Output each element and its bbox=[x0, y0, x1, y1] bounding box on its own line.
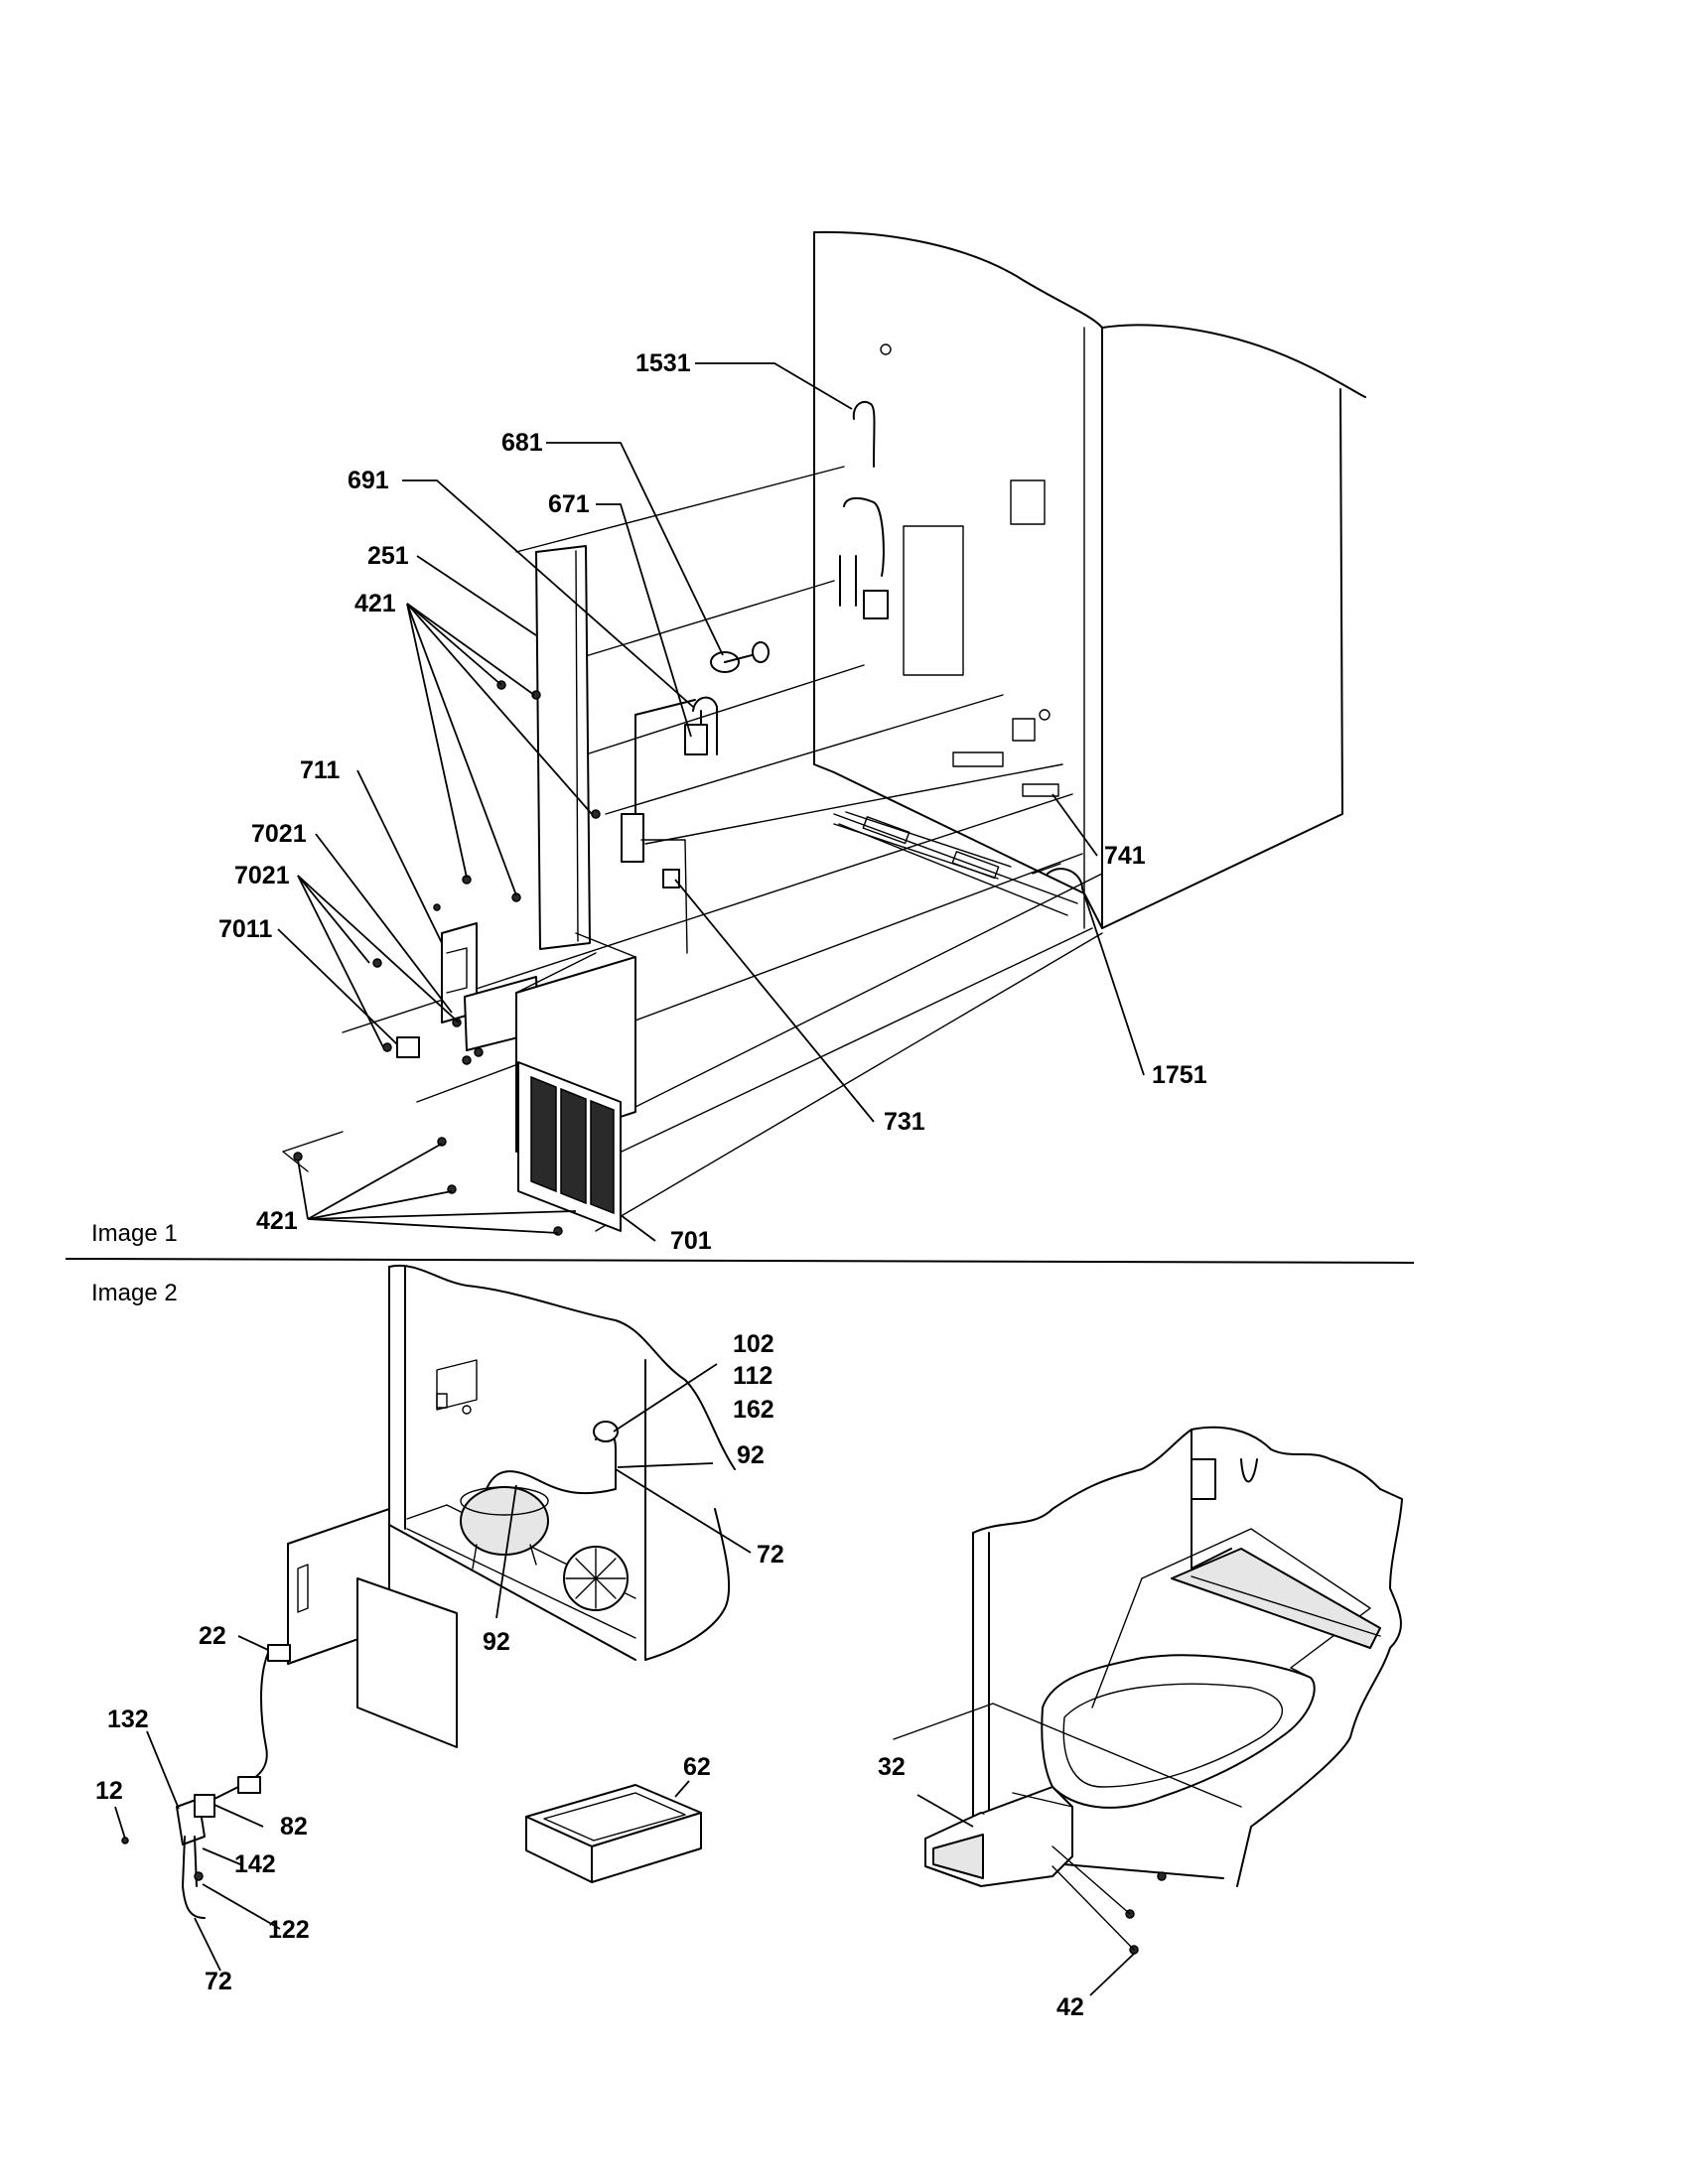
part-741: 741 bbox=[1104, 842, 1146, 870]
part-7021-lower: 7021 bbox=[234, 862, 290, 889]
part-42: 42 bbox=[1056, 1993, 1084, 2021]
part-92-upper: 92 bbox=[737, 1441, 765, 1469]
part-labels: 1531 681 691 671 251 421 711 7021 7021 7… bbox=[91, 349, 1207, 2021]
part-142: 142 bbox=[234, 1850, 276, 1878]
part-132: 132 bbox=[107, 1706, 149, 1733]
section-divider bbox=[65, 1258, 1415, 1264]
image-2-leaders bbox=[114, 1363, 1135, 1996]
image-1-drawing bbox=[277, 230, 1366, 1242]
part-12: 12 bbox=[95, 1777, 123, 1805]
part-691: 691 bbox=[348, 467, 389, 494]
part-711: 711 bbox=[300, 756, 340, 784]
image-1-title: Image 1 bbox=[91, 1220, 178, 1247]
part-72-upper: 72 bbox=[757, 1541, 784, 1569]
image-2-drawing bbox=[121, 1264, 736, 1919]
part-72-lower: 72 bbox=[205, 1968, 232, 1995]
part-22: 22 bbox=[199, 1622, 226, 1650]
part-122: 122 bbox=[268, 1916, 310, 1944]
part-671: 671 bbox=[548, 490, 590, 518]
part-421-upper: 421 bbox=[354, 590, 396, 617]
part-102: 102 bbox=[733, 1330, 774, 1358]
part-1751: 1751 bbox=[1152, 1061, 1207, 1089]
part-731: 731 bbox=[884, 1108, 925, 1136]
part-92-lower: 92 bbox=[483, 1628, 510, 1656]
part-62: 62 bbox=[683, 1753, 711, 1781]
part-701: 701 bbox=[670, 1227, 712, 1255]
part-7021-upper: 7021 bbox=[251, 820, 307, 848]
part-112: 112 bbox=[733, 1362, 772, 1390]
image-2-title: Image 2 bbox=[91, 1280, 178, 1306]
part-7011: 7011 bbox=[218, 915, 272, 943]
part-251: 251 bbox=[367, 542, 409, 570]
part-421-lower: 421 bbox=[256, 1207, 298, 1235]
freezer-drawing bbox=[893, 1426, 1403, 1955]
part-162: 162 bbox=[733, 1396, 774, 1424]
part-32: 32 bbox=[878, 1753, 906, 1781]
part-82: 82 bbox=[280, 1813, 308, 1841]
part-1531: 1531 bbox=[635, 349, 691, 377]
part-681: 681 bbox=[501, 429, 543, 457]
